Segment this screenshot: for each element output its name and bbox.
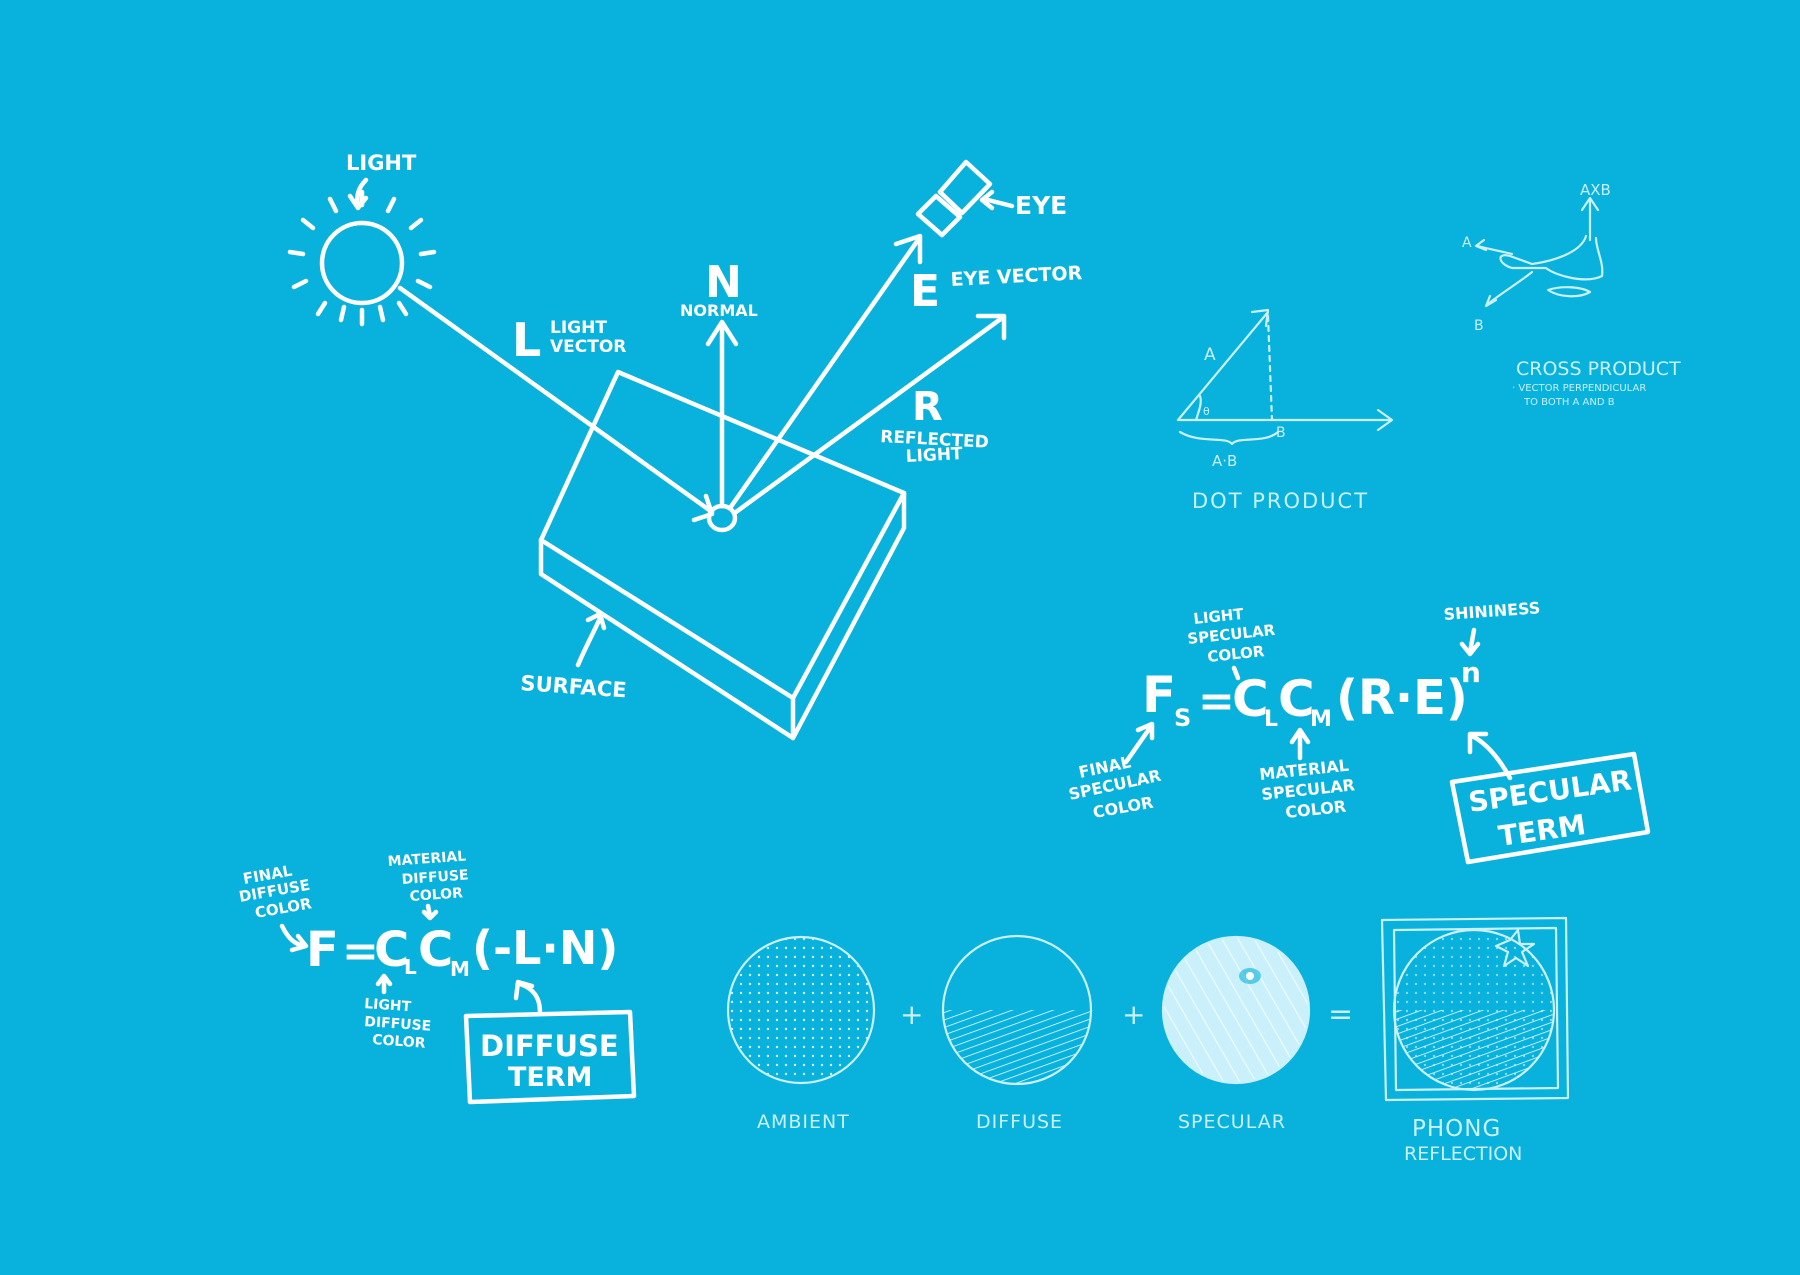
- eye-vector-arrowhead: [893, 233, 923, 265]
- surface-slab: [538, 369, 907, 741]
- specular-term-box: [1449, 751, 1651, 865]
- diff-paren: (-L·N): [472, 921, 618, 975]
- material-diffuse-arrow: [421, 903, 439, 921]
- cross-product-caption-2: TO BOTH A AND B: [1523, 397, 1615, 408]
- eye-vector-label: EYE VECTOR: [950, 262, 1083, 291]
- surface-label-arrow: [575, 611, 607, 668]
- eye-vector-line: [727, 237, 921, 511]
- normal-letter: N: [705, 257, 742, 308]
- light-label: LIGHT: [346, 151, 417, 175]
- spec-sub-m: M: [1310, 707, 1332, 732]
- spec-exp: n: [1461, 656, 1481, 689]
- phong-label-2: REFLECTION: [1404, 1143, 1522, 1165]
- cross-a-label: A: [1462, 235, 1472, 251]
- eye-label-arrow: [979, 189, 1015, 211]
- diffuse-term-arrow: [513, 979, 543, 1015]
- spec-sub-s: S: [1174, 704, 1191, 732]
- diffuse-label: DIFFUSE: [976, 1111, 1063, 1133]
- normal-vector: [705, 319, 739, 509]
- spec-paren: (R·E): [1336, 670, 1468, 726]
- light-vector-label-2: VECTOR: [550, 337, 626, 357]
- light-spec-label-1: LIGHT: [1193, 605, 1246, 628]
- diff-sub-l: L: [404, 955, 417, 979]
- surface-label: SURFACE: [520, 671, 628, 702]
- reflected-light-line: [733, 315, 1005, 515]
- light-vector-letter: L: [512, 313, 541, 367]
- diff-f: F: [306, 922, 339, 978]
- eye-label: EYE: [1015, 191, 1067, 220]
- cross-product-hand-sketch: [1474, 196, 1604, 308]
- material-diffuse-label-3: COLOR: [409, 885, 463, 905]
- diff-eq: =: [342, 926, 379, 977]
- equals-sign: =: [1328, 997, 1353, 1032]
- reflected-light-arrowhead: [975, 313, 1007, 341]
- dot-b-label: B: [1276, 425, 1286, 441]
- light-diffuse-label-2: DIFFUSE: [364, 1014, 432, 1035]
- light-vector-line: [397, 285, 715, 515]
- sun-icon: [287, 189, 437, 327]
- shininess-arrow: [1459, 627, 1481, 657]
- light-spec-arrow: [1231, 665, 1241, 681]
- reflected-label-2: LIGHT: [905, 444, 963, 467]
- final-diffuse-arrow: [279, 923, 309, 953]
- cross-b-label: B: [1474, 318, 1484, 334]
- cross-product-caption-1: · VECTOR PERPENDICULAR: [1512, 383, 1646, 394]
- diff-c2: C: [418, 922, 453, 978]
- spec-sub-l: L: [1264, 707, 1278, 732]
- reflected-letter: R: [912, 384, 943, 430]
- specular-sphere: [1161, 935, 1311, 1085]
- material-diffuse-label-2: DIFFUSE: [401, 867, 469, 888]
- material-diffuse-label-1: MATERIAL: [387, 849, 467, 870]
- diffuse-sphere: [941, 934, 1093, 1086]
- eye-vector-letter: E: [910, 266, 940, 317]
- cross-axb-label: AXB: [1580, 181, 1611, 199]
- specular-term-label-1: SPECULAR: [1466, 763, 1633, 819]
- spec-f: F: [1142, 666, 1176, 724]
- light-diffuse-label-1: LIGHT: [364, 996, 412, 1015]
- plus-sign-1: +: [900, 998, 923, 1031]
- light-diffuse-arrow: [375, 973, 393, 995]
- diffuse-term-label-1: DIFFUSE: [480, 1029, 619, 1063]
- diff-c1: C: [374, 922, 409, 978]
- light-vector-arrowhead: [691, 493, 715, 523]
- diffuse-term-label-2: TERM: [508, 1062, 593, 1093]
- dot-projection-label: A·B: [1212, 452, 1237, 470]
- dot-theta-label: θ: [1203, 405, 1210, 418]
- light-diffuse-label-3: COLOR: [372, 1032, 426, 1052]
- light-vector-label-1: LIGHT: [550, 318, 607, 338]
- final-spec-arrow: [1123, 721, 1155, 765]
- light-label-arrow: [347, 177, 369, 211]
- phong-result-sphere: [1380, 916, 1570, 1102]
- specular-label: SPECULAR: [1178, 1111, 1286, 1133]
- spec-c2: C: [1278, 670, 1315, 728]
- cross-product-title: CROSS PRODUCT: [1516, 358, 1681, 380]
- dot-a-label: A: [1204, 345, 1216, 365]
- phong-label-1: PHONG: [1412, 1116, 1501, 1142]
- ambient-sphere: [726, 935, 876, 1085]
- eye-icon: [915, 159, 993, 238]
- light-spec-label-3: COLOR: [1207, 642, 1266, 666]
- normal-label: NORMAL: [680, 301, 758, 320]
- ambient-label: AMBIENT: [757, 1111, 850, 1133]
- dot-product-diagram: [1176, 308, 1394, 446]
- diffuse-term-box: [463, 1009, 637, 1105]
- plus-sign-2: +: [1122, 998, 1145, 1031]
- specular-term-arrow: [1467, 731, 1513, 781]
- diffuse-formula: F = C L C M (-L·N): [306, 921, 618, 981]
- dot-product-title: DOT PRODUCT: [1192, 489, 1369, 513]
- diff-sub-m: M: [450, 957, 470, 981]
- spec-eq: =: [1198, 676, 1235, 727]
- material-spec-arrow: [1289, 727, 1311, 761]
- shininess-label: SHININESS: [1443, 598, 1541, 624]
- specular-formula: F S = C L C M (R·E) n: [1142, 656, 1481, 732]
